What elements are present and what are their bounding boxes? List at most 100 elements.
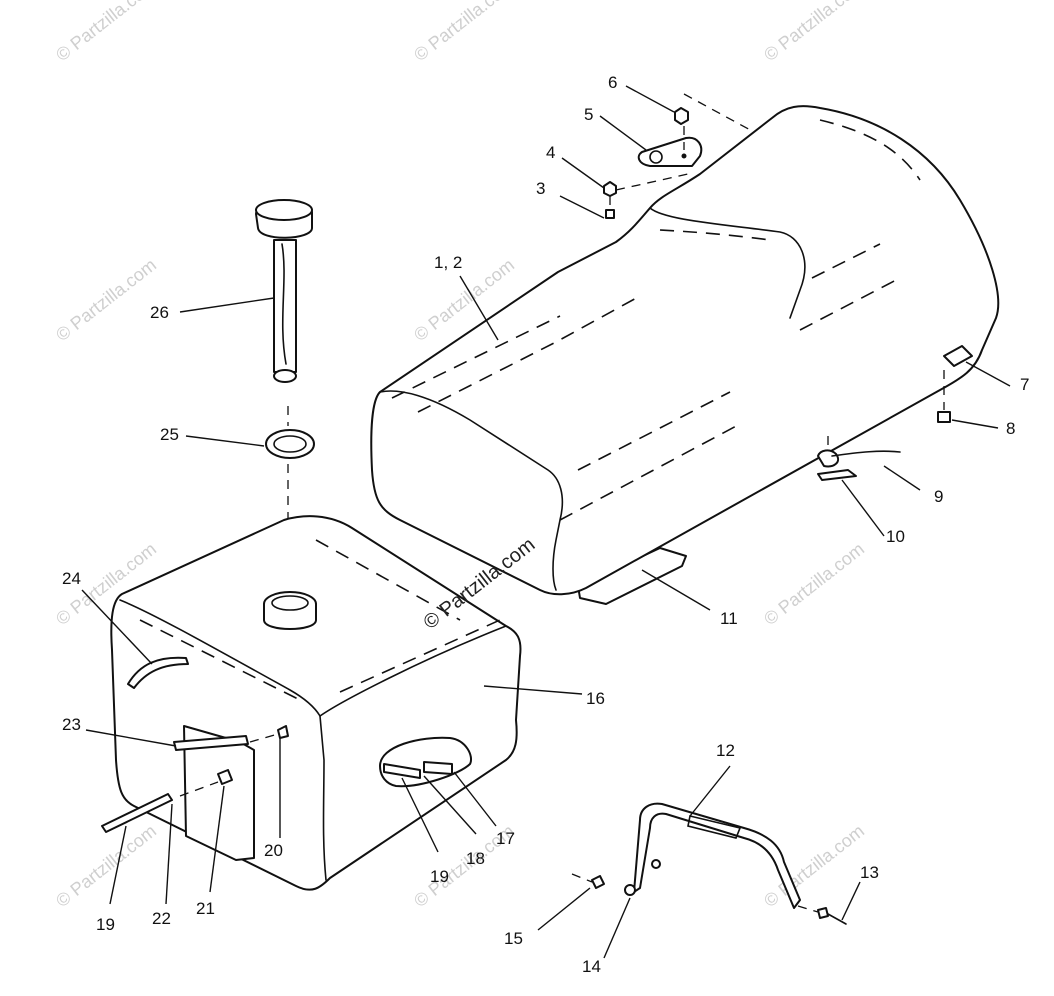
watermark: © Partzilla.com: [52, 821, 160, 911]
gauge-tube: [273, 239, 297, 373]
end-clip: [817, 907, 829, 919]
seat-stitch-line: [417, 295, 641, 413]
callout-17: 17: [496, 829, 515, 848]
leader-line: [401, 777, 439, 853]
callout-18: 18: [466, 849, 485, 868]
callout-22: 22: [152, 909, 171, 928]
leader-line: [625, 85, 675, 113]
seat-stitch-line: [577, 391, 731, 471]
fuel-line: [173, 735, 249, 751]
gasket-ring: [265, 429, 315, 459]
callout-8: 8: [1006, 419, 1015, 438]
strap-cable: [831, 450, 901, 457]
leader-line: [209, 785, 225, 893]
leader-line: [641, 569, 711, 611]
callout-21: 21: [196, 899, 215, 918]
callout-16: 16: [586, 689, 605, 708]
leader-lines: [81, 85, 1011, 959]
callout-5: 5: [584, 105, 593, 124]
fuel-tank: [101, 515, 522, 891]
watermark: © Partzilla.com: [760, 0, 868, 65]
strap-eyelet: [817, 449, 840, 468]
leader-line: [603, 897, 631, 959]
callout-3: 3: [536, 179, 545, 198]
seat-ridge-line: [649, 207, 806, 319]
callout-10: 10: [886, 527, 905, 546]
fastener: [591, 875, 605, 889]
seat-latch-hardware: [603, 93, 755, 219]
callout-13: 13: [860, 863, 879, 882]
leader-line: [951, 419, 999, 429]
watermark: © Partzilla.com: [52, 0, 160, 65]
brace-stud: [651, 859, 661, 869]
seat-cushion: [370, 105, 1000, 596]
callout-labels: 1, 2 3 4 5 6 7 8 9 10 11 12 13 14 15 16 …: [62, 73, 1029, 976]
callout-6: 6: [608, 73, 617, 92]
callout-1-2: 1, 2: [434, 253, 462, 272]
leader-line: [165, 803, 173, 905]
outlet-hose: [101, 793, 173, 833]
leader-line: [109, 825, 127, 905]
seat-front-edge: [379, 390, 564, 591]
leader-line: [85, 729, 177, 747]
brace-bolt-hole: [624, 884, 636, 896]
assembly-line: [571, 873, 593, 883]
callout-12: 12: [716, 741, 735, 760]
filler-screen: [271, 595, 309, 611]
callout-20: 20: [264, 841, 283, 860]
strap-clip: [817, 469, 857, 481]
pickup-filter: [423, 761, 453, 775]
watermark: © Partzilla.com: [760, 539, 868, 629]
callout-24: 24: [62, 569, 81, 588]
callout-7: 7: [1020, 375, 1029, 394]
seat-base-plate: [577, 547, 687, 605]
leader-line: [537, 887, 591, 931]
callout-11: 11: [720, 609, 738, 628]
callout-19: 19: [430, 867, 449, 886]
grommet: [217, 769, 233, 785]
tank-front-edge: [319, 625, 507, 717]
tank-body: [110, 515, 522, 891]
rear-bolt: [937, 411, 951, 423]
leader-line: [599, 115, 647, 151]
tank-seam: [139, 619, 301, 701]
leader-line: [561, 157, 605, 189]
callout-14: 14: [582, 957, 601, 976]
leader-line: [81, 589, 153, 665]
tank-seam: [339, 619, 501, 693]
assembly-line: [683, 93, 755, 133]
assembly-line: [249, 733, 279, 743]
seat-stitch-line: [559, 423, 741, 521]
brace-bar: [633, 802, 801, 909]
cap-lid: [255, 199, 313, 221]
tank-top-edge: [119, 599, 327, 881]
fitting: [277, 725, 289, 739]
leader-line: [453, 771, 497, 827]
filler-neck-wall: [263, 603, 317, 630]
pickup-hose: [383, 763, 421, 779]
fuel-gauge-cap: [255, 199, 313, 383]
rear-bracket: [943, 345, 973, 367]
gasket-inner: [273, 435, 307, 453]
latch-rivet: [681, 153, 687, 159]
leader-line: [965, 361, 1011, 387]
leader-line: [559, 195, 605, 219]
seat-assembly: [370, 105, 1000, 605]
leader-line: [689, 765, 731, 817]
tank-seam: [315, 539, 461, 621]
gauge-rod: [281, 243, 287, 365]
end-pin: [827, 913, 847, 925]
washer: [603, 181, 617, 197]
seat-stitch-line: [391, 315, 561, 399]
bolt: [605, 209, 615, 219]
leader-line: [423, 775, 477, 835]
watermark: © Partzilla.com: [52, 255, 160, 345]
leader-line: [459, 275, 499, 341]
watermark: © Partzilla.com: [410, 0, 518, 65]
leader-line: [483, 685, 583, 695]
latch-hole: [649, 150, 663, 164]
callout-4: 4: [546, 143, 555, 162]
assembly-line: [615, 173, 689, 191]
gauge-float: [273, 369, 297, 383]
